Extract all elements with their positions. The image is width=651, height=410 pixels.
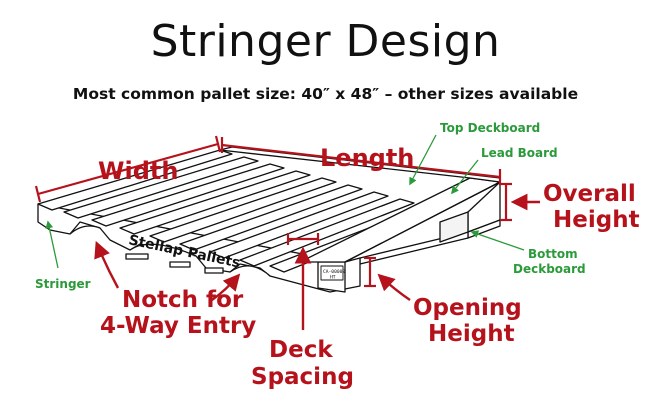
top-deckboard-6 [179, 184, 363, 251]
bottom-deckboard-label-line1: Bottom [528, 247, 578, 261]
deck-spacing-label-line2: Spacing [251, 364, 354, 390]
pallet-illustration [37, 146, 501, 293]
bottom-board-left [125, 253, 149, 260]
notch-cutout-middle [129, 243, 197, 257]
notch-cutout-right [229, 265, 271, 277]
bottom-board-mid [169, 261, 191, 268]
notch-arrow-right [211, 273, 241, 301]
stamp-line-2: HT [330, 275, 336, 281]
bottom-deckboard-label-line2: Deckboard [513, 262, 586, 276]
top-deckboard-callout [409, 134, 437, 186]
deck-spacing-label-line1: Deck [269, 337, 333, 363]
opening-height-arrow [377, 273, 411, 301]
top-deckboard-8 [239, 198, 415, 267]
width-label: Width [98, 157, 178, 185]
width-tick-left [34, 185, 42, 203]
notch-label-line2: 4-Way Entry [100, 313, 256, 339]
lead-board-label: Lead Board [481, 146, 558, 160]
opening-right [439, 211, 469, 243]
diagram-title: Stringer Design [150, 16, 501, 67]
length-label: Length [320, 144, 414, 172]
bottom-board-right [204, 267, 224, 274]
notch-arrow-left [94, 240, 120, 289]
top-deckboard-1 [37, 149, 233, 211]
top-deckboard-7 [209, 191, 389, 259]
stamp-line-1: CA-00000 [323, 269, 345, 275]
stringer-callout [45, 220, 59, 269]
overall-height-label-line2: Height [553, 207, 640, 233]
notch-label-line1: Notch for [122, 287, 244, 313]
diagram-subtitle: Most common pallet size: 40″ x 48″ – oth… [72, 85, 579, 103]
notch-cutout-left [69, 225, 101, 235]
dimension-lines [34, 135, 512, 288]
width-tick-right [214, 135, 222, 153]
overall-height-label-line1: Overall [543, 181, 636, 207]
top-deckboard-label: Top Deckboard [440, 121, 540, 135]
lead-board-edge [344, 181, 501, 263]
bottom-deckboard-callout [470, 230, 525, 251]
top-deckboard-3 [91, 163, 285, 227]
lead-board-callout [451, 159, 479, 195]
stamp-box [320, 265, 344, 281]
top-deckboard-5 [149, 177, 337, 243]
opening-height-label-line2: Height [428, 321, 515, 347]
green-callouts [45, 134, 525, 269]
top-deckboard-4 [119, 170, 311, 235]
red-arrows [94, 193, 540, 330]
stringer-label: Stringer [35, 277, 91, 291]
length-dimension-line [221, 143, 501, 179]
top-deckboard-2 [63, 156, 259, 219]
opening-height-label-line1: Opening [413, 295, 522, 321]
width-dimension-line [37, 142, 219, 196]
